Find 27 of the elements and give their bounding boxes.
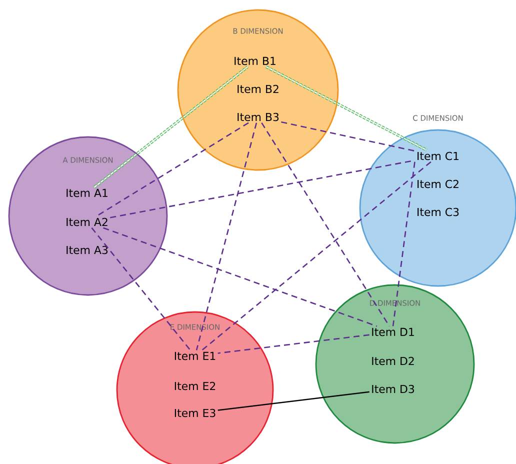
connector-line: [281, 121, 415, 152]
connector-line: [196, 122, 258, 350]
item-label: Item E3: [174, 408, 216, 418]
item-label: Item C3: [418, 208, 459, 216]
connector-line: [93, 66, 249, 188]
connector-line: [96, 122, 249, 217]
item-label: Item A1: [66, 188, 108, 198]
connector-line: [103, 227, 378, 327]
item-label: Item D2: [372, 356, 414, 366]
item-label: Item B2: [238, 84, 278, 94]
item-label: Item D3: [372, 384, 414, 394]
item-label: Item B1: [234, 56, 276, 66]
item-label: Item C2: [418, 180, 458, 188]
connector-line: [202, 161, 432, 351]
connector-line: [261, 122, 390, 327]
connector-line: [91, 227, 191, 351]
item-label: Item C1: [418, 152, 458, 160]
item-label: Item E1: [174, 352, 216, 360]
item-label: Item E2: [174, 382, 216, 390]
item-label: Item D1: [372, 328, 414, 336]
item-label: Item A2: [66, 218, 108, 226]
connector-line: [392, 162, 416, 326]
item-label: Item B3: [238, 112, 279, 122]
connector-line: [218, 334, 370, 354]
connector-line: [218, 391, 370, 411]
connector-line: [265, 66, 428, 152]
item-label: Item A3: [66, 246, 108, 254]
